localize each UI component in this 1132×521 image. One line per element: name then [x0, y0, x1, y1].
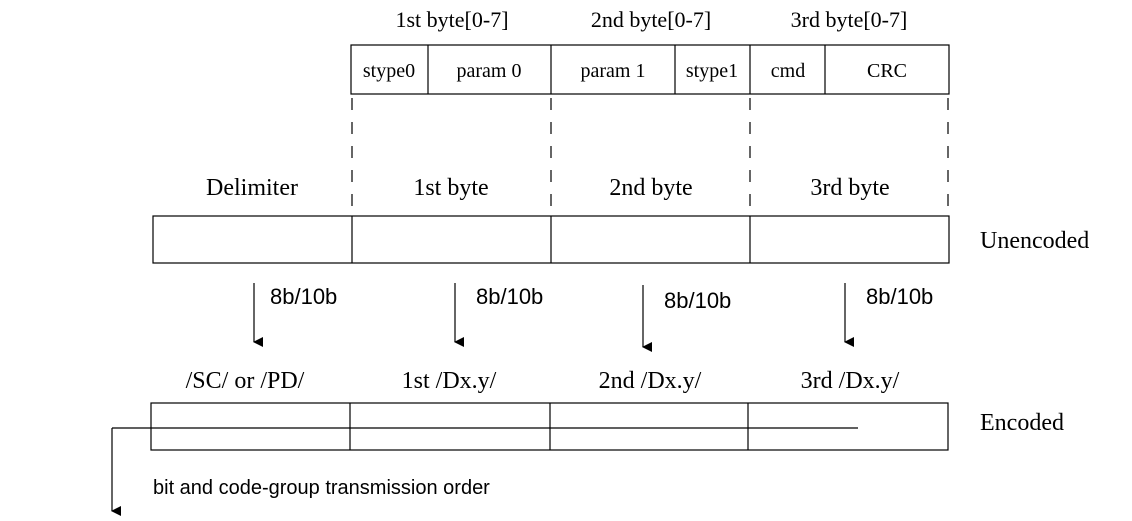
bit-field-row: stype0 param 0 param 1 stype1 cmd CRC — [350, 44, 950, 95]
transmission-order-note: bit and code-group transmission order — [153, 477, 490, 499]
label-3rd-dxy: 3rd /Dx.y/ — [801, 368, 900, 394]
encoding-label-4: 8b/10b — [866, 284, 933, 309]
encoded-row — [112, 402, 949, 451]
field-cmd: cmd — [771, 60, 805, 82]
byte-header-1: 1st byte[0-7] — [395, 7, 508, 32]
label-2nd-byte: 2nd byte — [609, 175, 692, 201]
encoding-label-3: 8b/10b — [664, 288, 731, 313]
encoding-label-2: 8b/10b — [476, 284, 543, 309]
dashed-guides — [351, 98, 949, 215]
encoded-label: Encoded — [980, 410, 1064, 436]
field-stype0: stype0 — [363, 60, 415, 82]
encoding-arrows: 8b/10b 8b/10b 8b/10b 8b/10b — [253, 283, 933, 352]
label-3rd-byte: 3rd byte — [810, 175, 889, 201]
byte-header-3: 3rd byte[0-7] — [791, 7, 908, 32]
label-1st-dxy: 1st /Dx.y/ — [402, 368, 497, 394]
label-delimiter: Delimiter — [206, 175, 298, 201]
byte-header-2: 2nd byte[0-7] — [591, 7, 711, 32]
bit-field-box — [350, 44, 950, 95]
encoding-label-1: 8b/10b — [270, 284, 337, 309]
field-crc: CRC — [867, 60, 907, 82]
field-param1: param 1 — [581, 60, 646, 82]
label-1st-byte: 1st byte — [413, 175, 488, 201]
unencoded-label: Unencoded — [980, 228, 1089, 254]
label-sc-pd: /SC/ or /PD/ — [186, 368, 305, 394]
unencoded-row — [152, 215, 950, 264]
field-stype1: stype1 — [686, 60, 738, 82]
label-2nd-dxy: 2nd /Dx.y/ — [599, 368, 702, 394]
field-param0: param 0 — [457, 60, 522, 82]
